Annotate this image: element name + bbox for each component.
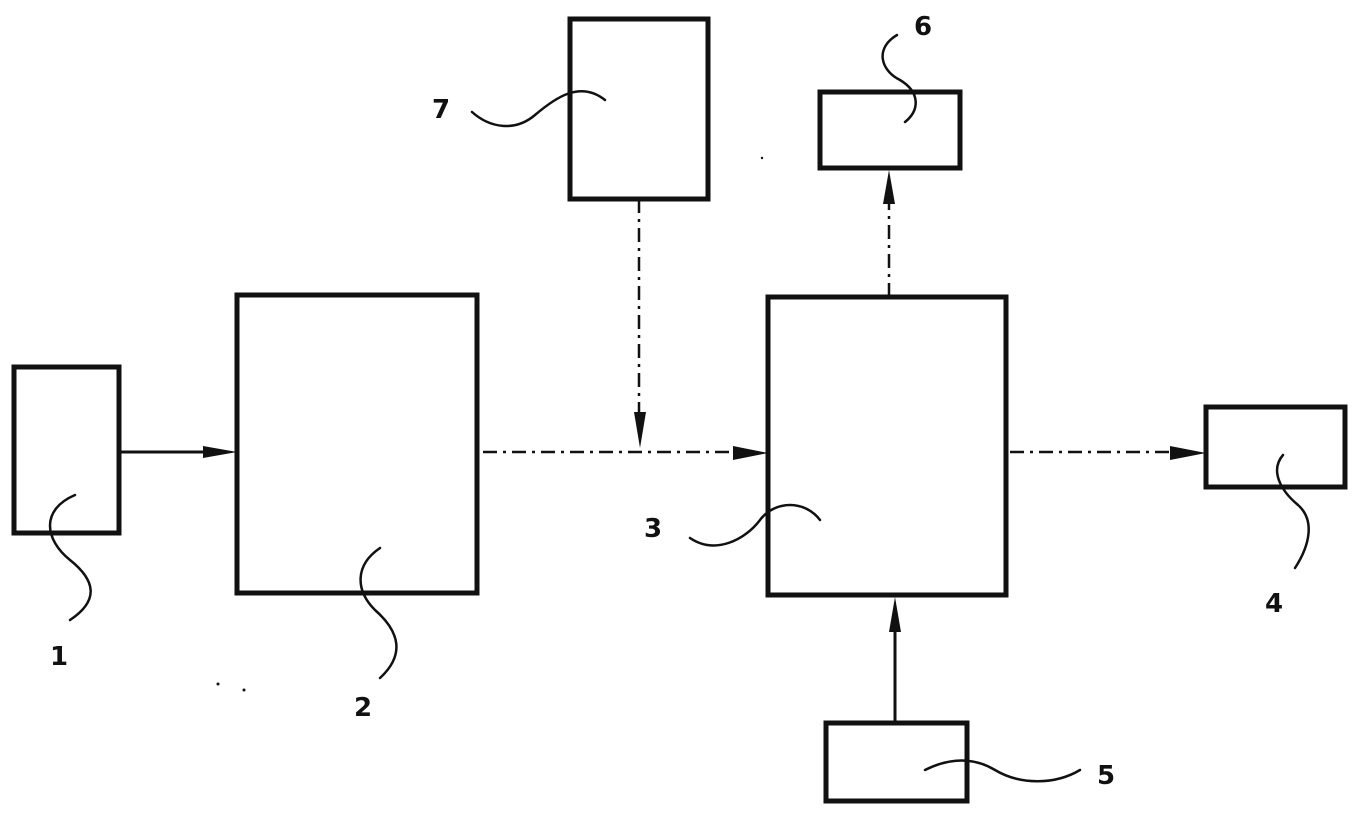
box-3 (765, 294, 1009, 598)
label-3: 3 (644, 514, 662, 544)
box-2 (234, 292, 480, 596)
arrowhead-into-2 (203, 446, 237, 458)
arrowhead-from-5 (889, 597, 901, 632)
leader-line-6 (881, 33, 917, 124)
label-6: 6 (914, 12, 932, 42)
arrowhead-into-3 (733, 446, 768, 460)
arrowhead-from-7 (634, 412, 646, 448)
leader-line-4 (1275, 453, 1310, 570)
arrowhead-into-6 (883, 170, 895, 204)
box-4 (1203, 404, 1348, 490)
scan-speck (760, 156, 764, 160)
box-1 (11, 364, 122, 536)
leader-line-2 (359, 546, 398, 680)
label-5: 5 (1097, 761, 1115, 791)
label-4: 4 (1265, 589, 1283, 619)
scan-speck (242, 688, 246, 692)
leader-line-7 (470, 89, 607, 128)
leader-line-1 (48, 493, 92, 622)
scan-speck (216, 682, 220, 686)
box-6 (817, 89, 963, 171)
label-1: 1 (50, 642, 68, 672)
leader-line-5 (923, 759, 1082, 783)
leader-line-3 (688, 503, 822, 547)
box-7 (567, 16, 711, 202)
arrowhead-into-4 (1170, 446, 1206, 460)
label-2: 2 (354, 693, 372, 723)
label-7: 7 (432, 95, 450, 125)
